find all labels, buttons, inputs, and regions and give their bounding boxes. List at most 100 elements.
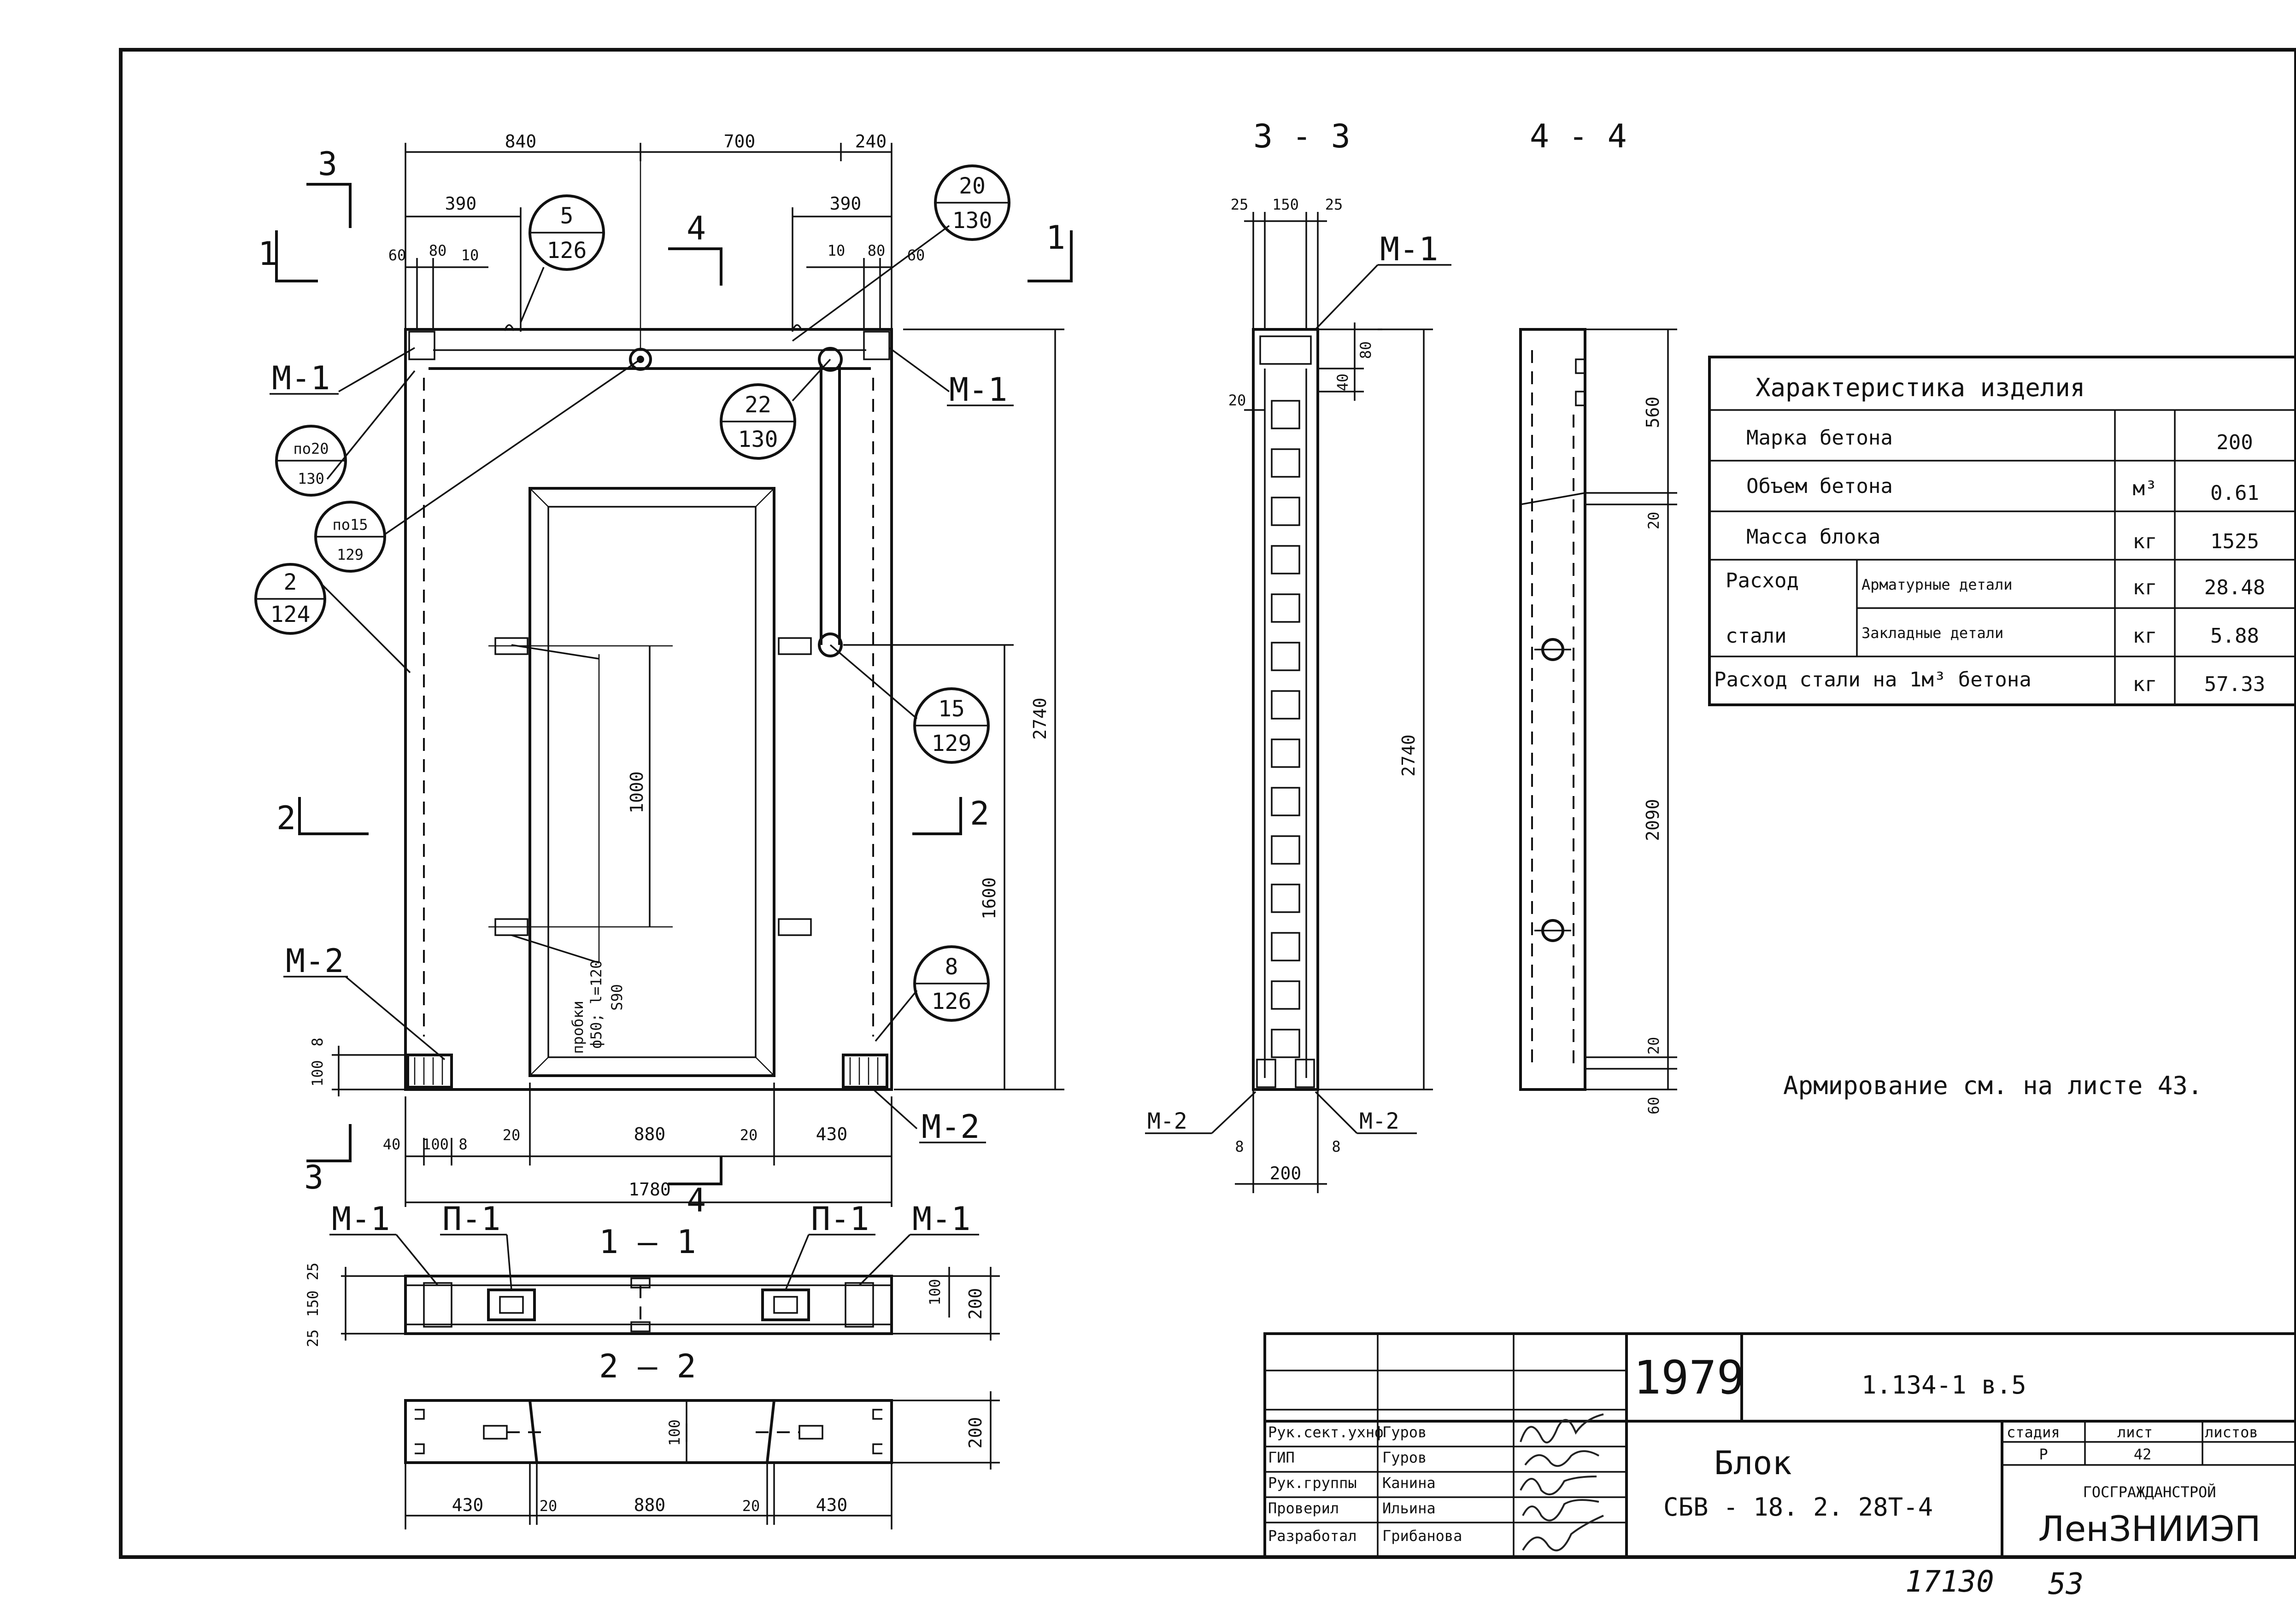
dim-80-left: 80 [429, 242, 447, 259]
characteristics-table: Характеристика изделия Марка бетона 200 … [1708, 356, 2296, 706]
svg-text:5: 5 [560, 203, 574, 229]
svg-text:129: 129 [932, 731, 972, 756]
dim-20-b: 20 [740, 1126, 758, 1144]
row-grade-label: Марка бетона [1746, 426, 1893, 450]
s33-25-right: 25 [1325, 196, 1343, 213]
cut-2-right: 2 [970, 795, 989, 832]
plug-note-3: S90 [608, 984, 626, 1011]
stage-value: Р [2039, 1446, 2048, 1463]
sheet-frame [119, 48, 2296, 1559]
row-mass-label: Масса блока [1746, 525, 1880, 549]
s33-150: 150 [1272, 196, 1299, 213]
plug-note-1: пробки [569, 1001, 587, 1054]
section-3-3: 3 - 3 25 150 25 80 40 20 2740 М-1 М-2 [1145, 117, 1451, 1193]
signatures [1520, 1413, 1604, 1552]
year: 1979 [1633, 1351, 1744, 1405]
svg-text:20: 20 [959, 173, 986, 199]
dim-8: 8 [458, 1136, 467, 1153]
row-perm3-unit: кг [2133, 673, 2157, 696]
dim-40: 40 [383, 1136, 401, 1153]
label-m2-right: М-2 [922, 1108, 980, 1146]
callout-22-130: 22 130 [720, 383, 796, 460]
series: 1.134-1 в.5 [1861, 1371, 2026, 1400]
role-3: Рук.группы [1268, 1474, 1357, 1492]
steel-label-2: стали [1726, 624, 1786, 648]
row-rebar-unit: кг [2133, 576, 2157, 599]
s33-200: 200 [1270, 1163, 1302, 1183]
s22-20-right: 20 [742, 1497, 760, 1515]
svg-text:126: 126 [932, 989, 972, 1014]
s22-200: 200 [965, 1417, 986, 1449]
dim-1000: 1000 [627, 771, 647, 814]
svg-text:130: 130 [738, 427, 778, 452]
section-title-3-3: 3 - 3 [1253, 117, 1351, 155]
s44-60: 60 [1645, 1097, 1662, 1115]
name-3: Канина [1382, 1474, 1436, 1492]
footer-code: 17130 [1905, 1565, 1994, 1599]
section-title-2-2: 2 — 2 [599, 1347, 696, 1385]
section-2-2: 2 — 2 100 200 430 20 880 20 430 [404, 1347, 1000, 1529]
dim-8-left: 8 [309, 1037, 326, 1046]
s33-20: 20 [1228, 392, 1246, 409]
dim-60-left: 60 [388, 246, 406, 264]
sheets-header: листов [2205, 1423, 2258, 1441]
s11-p1-right: П-1 [811, 1200, 869, 1238]
s22-880: 880 [634, 1495, 666, 1515]
role-4: Проверил [1268, 1499, 1339, 1517]
s44-560: 560 [1643, 397, 1663, 428]
s44-20-top: 20 [1645, 512, 1662, 530]
s22-100: 100 [666, 1419, 683, 1446]
section-1-1: 1 — 1 М-1 М-1 П-1 П-1 25 150 25 1 [304, 1200, 1000, 1347]
callout-8-126: 8 126 [913, 945, 990, 1022]
s22-430-left: 430 [452, 1495, 484, 1515]
callout-2-124: 2 124 [254, 563, 326, 635]
callout-15-129: 15 129 [913, 687, 990, 764]
label-m1-left: М-1 [272, 359, 330, 397]
svg-text:22: 22 [745, 392, 771, 418]
cut-4-bottom: 4 [687, 1182, 706, 1219]
org-name-2: ЛенЗНИИЭП [2038, 1508, 2261, 1549]
row-mass-value: 1525 [2210, 530, 2259, 553]
name-5: Грибанова [1382, 1527, 1462, 1545]
dim-10-left: 10 [461, 246, 479, 264]
dim-2740: 2740 [1030, 697, 1050, 740]
s11-p1-left: П-1 [442, 1200, 500, 1238]
row-volume-value: 0.61 [2210, 481, 2259, 505]
label-m2-left: М-2 [286, 942, 344, 980]
table-title: Характеристика изделия [1756, 373, 2085, 402]
s33-m2-left: М-2 [1147, 1108, 1187, 1134]
svg-text:15: 15 [938, 696, 965, 722]
sheet-value: 42 [2134, 1446, 2152, 1463]
org-name-1: ГОСГРАЖДАНСТРОЙ [2083, 1483, 2216, 1501]
row-grade-value: 200 [2216, 431, 2253, 454]
role-5: Разработал [1268, 1527, 1357, 1545]
svg-text:129: 129 [337, 546, 364, 563]
s11-150: 150 [304, 1290, 322, 1317]
section-title-4-4: 4 - 4 [1530, 117, 1627, 155]
row-embedded-label: Закладные детали [1861, 624, 2003, 642]
product-name: Блок [1714, 1444, 1792, 1482]
section-title-1-1: 1 — 1 [599, 1223, 696, 1261]
dim-10-right: 10 [828, 242, 846, 259]
cut-1-right: 1 [1046, 219, 1065, 257]
dim-1600: 1600 [979, 877, 999, 920]
role-2: ГИП [1268, 1449, 1295, 1466]
s11-25-top: 25 [304, 1263, 322, 1281]
row-embedded-unit: кг [2133, 624, 2157, 648]
plug-note-2: ф50; l=120 [587, 960, 605, 1049]
label-m1-right: М-1 [949, 371, 1007, 409]
s22-20-left: 20 [540, 1497, 558, 1515]
s11-25-bottom: 25 [304, 1330, 322, 1347]
s11-m1-left: М-1 [332, 1200, 390, 1238]
name-1: Гуров [1382, 1423, 1427, 1441]
svg-text:126: 126 [547, 238, 587, 264]
cut-3-top: 3 [318, 145, 337, 183]
dim-390-left: 390 [445, 193, 477, 214]
dim-390-right: 390 [830, 193, 862, 214]
cut-1-left: 1 [258, 235, 277, 273]
front-view: 840 700 240 390 390 60 80 10 10 80 60 27… [254, 131, 1073, 1219]
dim-1780: 1780 [628, 1179, 671, 1200]
svg-text:8: 8 [945, 954, 958, 980]
svg-text:130: 130 [298, 470, 324, 487]
